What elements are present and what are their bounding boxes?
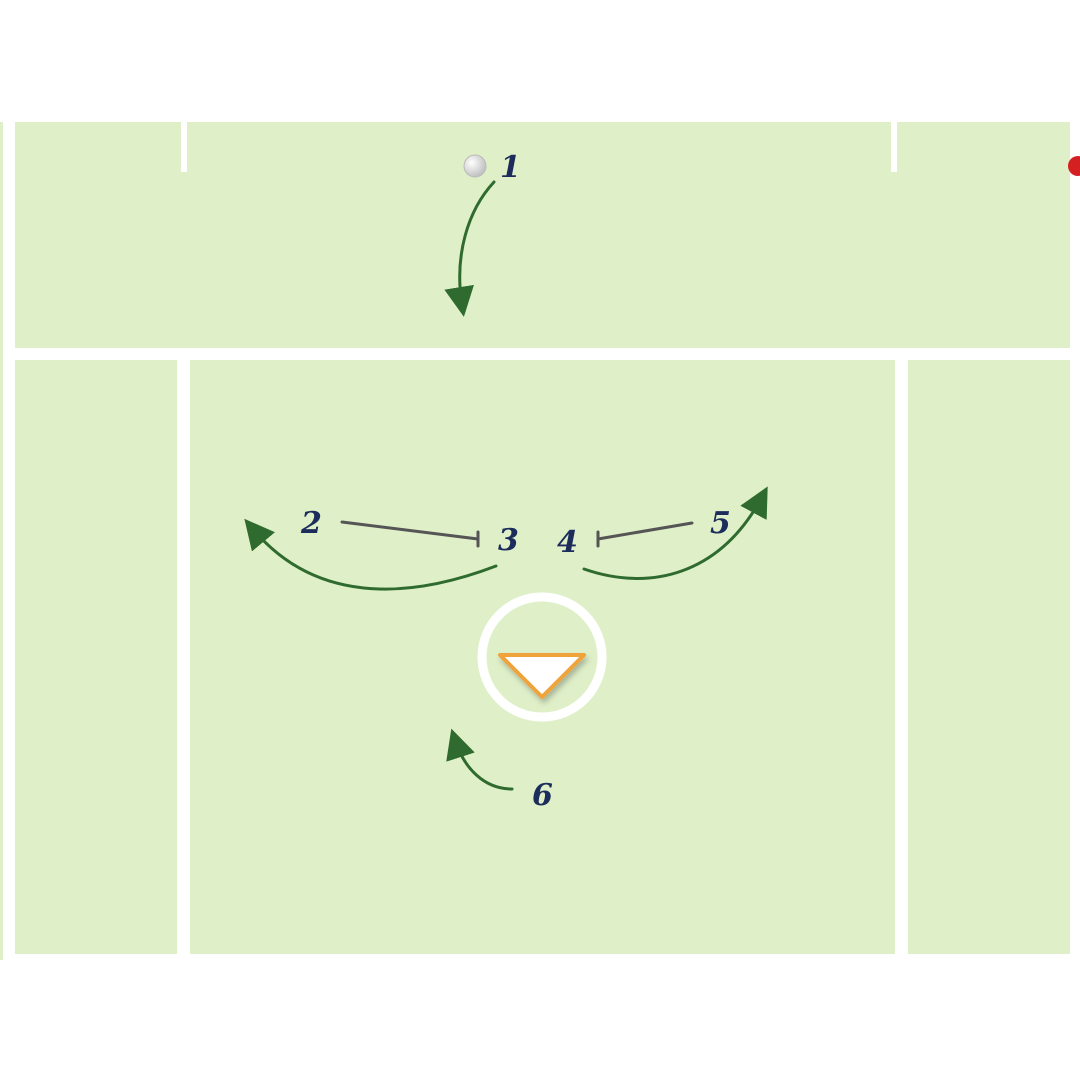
- pick-line-5-to-4: [596, 521, 694, 541]
- field-left-alley: [15, 360, 177, 954]
- field-top-region: [15, 122, 1070, 348]
- movement-arrows: [244, 180, 768, 791]
- player-6-label: 6: [532, 778, 553, 813]
- goalie-triangle-icon: [498, 653, 586, 699]
- goal-crease: [477, 592, 607, 722]
- arrow-player-3: [244, 518, 498, 591]
- red-dot-marker: [1068, 156, 1080, 176]
- player-5-label: 5: [710, 506, 731, 541]
- field: [0, 122, 1070, 960]
- player-3-label: 3: [498, 523, 519, 558]
- field-right-alley: [908, 360, 1070, 954]
- pick-line-2-to-3: [340, 520, 480, 541]
- pick-lines: [340, 520, 694, 548]
- left-tick-line: [181, 122, 187, 172]
- arrow-player-6: [446, 728, 514, 791]
- ball-icon: [463, 154, 487, 178]
- arrow-player-1: [444, 180, 496, 317]
- player-4-label: 4: [557, 525, 578, 560]
- player-1-label: 1: [500, 150, 521, 185]
- player-2-label: 2: [300, 506, 322, 541]
- field-left-edge: [0, 122, 3, 960]
- arrow-player-4: [582, 486, 768, 580]
- right-tick-line: [891, 122, 897, 172]
- player-labels: 1 2 3 4 5 6: [300, 150, 731, 813]
